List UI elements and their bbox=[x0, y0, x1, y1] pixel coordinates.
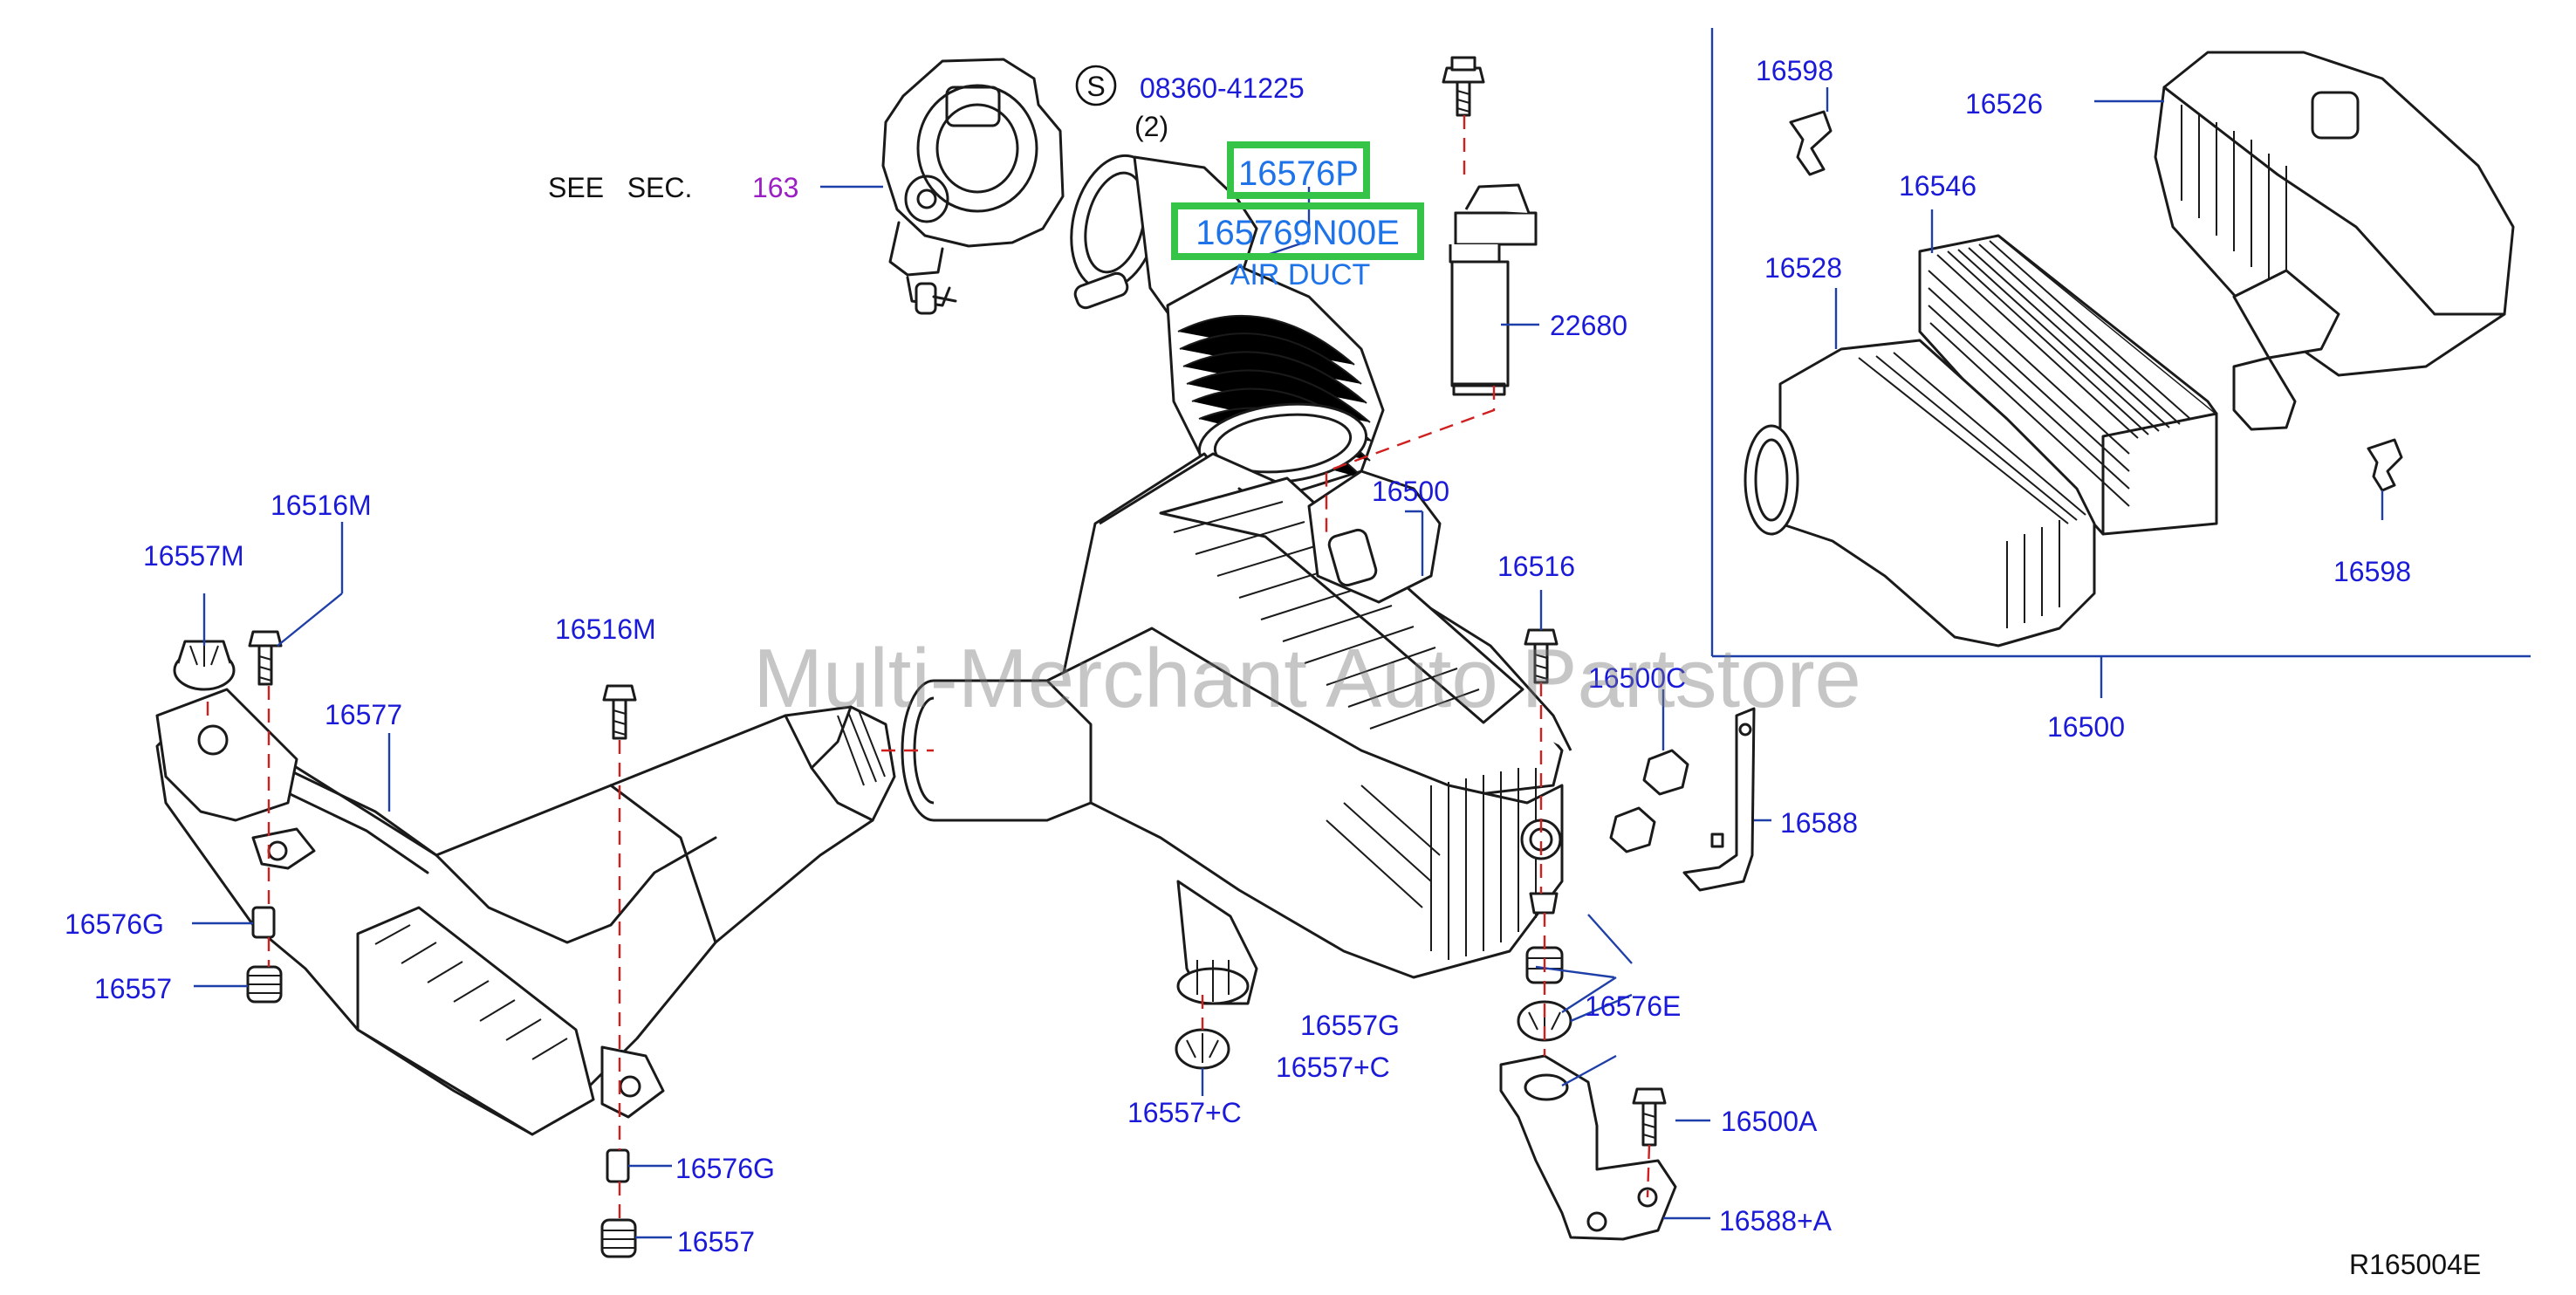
air-cleaner-illustration bbox=[901, 452, 1572, 1005]
highlight-box-16576P bbox=[1227, 141, 1370, 199]
see-section-text: SEE SEC. bbox=[548, 172, 692, 203]
inset-parts-illustration bbox=[1744, 51, 2515, 648]
part-label: 16500 bbox=[2047, 711, 2125, 743]
part-label: 16557M bbox=[143, 540, 244, 572]
part-label: 16546 bbox=[1899, 170, 1977, 202]
part-label: 16516 bbox=[1497, 551, 1575, 582]
part-labels: 22680 16500 16516M 16557M 16516M 16577 1… bbox=[65, 55, 2411, 1257]
part-label: 16516M bbox=[271, 490, 372, 521]
highlight-box-165769N00E bbox=[1171, 202, 1424, 260]
air-duct-caption: AIR DUCT bbox=[1230, 258, 1371, 291]
highlight-callout: 16576P 165769N00E AIR DUCT bbox=[1171, 141, 1424, 291]
leader-lines bbox=[192, 87, 2384, 1239]
part-label: 16576G bbox=[65, 908, 164, 940]
part-label: 16557 bbox=[94, 973, 172, 1004]
part-label: 16516M bbox=[555, 613, 656, 645]
part-label: 16500C bbox=[1588, 662, 1686, 694]
air-duct-illustration bbox=[1070, 154, 1385, 492]
assembly-lines bbox=[206, 115, 1651, 1220]
part-label: 16500 bbox=[1372, 476, 1449, 507]
see-section-number: 163 bbox=[752, 172, 798, 203]
part-165769N00E-label: 165769N00E bbox=[1196, 214, 1400, 252]
part-label: 16588+A bbox=[1719, 1205, 1833, 1237]
part-label: 16577 bbox=[325, 699, 402, 730]
part-label: 16500A bbox=[1721, 1106, 1818, 1137]
part-label: 22680 bbox=[1550, 310, 1627, 341]
part-label: 16557+C bbox=[1127, 1097, 1242, 1128]
part-label: 16576G bbox=[675, 1153, 775, 1184]
part-label: 16526 bbox=[1965, 88, 2043, 120]
standard-part-symbol bbox=[1075, 65, 1117, 106]
part-label: 16557+C bbox=[1276, 1052, 1390, 1083]
watermark-text: Multi-Merchant Auto Partstore bbox=[753, 632, 1861, 725]
throttle-body-illustration bbox=[881, 58, 1065, 315]
part-label: 16598 bbox=[2333, 556, 2411, 587]
standard-part-symbol-letter: S bbox=[1086, 71, 1105, 102]
screw-part-number: 08360-41225 bbox=[1140, 72, 1305, 104]
maf-sensor-illustration bbox=[1449, 183, 1538, 396]
part-label: 16598 bbox=[1756, 55, 1833, 86]
part-label: 16588 bbox=[1780, 807, 1858, 839]
reference-text: SEE SEC. 163 S 08360-41225 (2) bbox=[548, 65, 1305, 203]
part-label: 16576E bbox=[1585, 990, 1681, 1022]
part-label: 16528 bbox=[1764, 252, 1842, 284]
hardware-illustrations bbox=[173, 628, 1756, 1258]
inset-frame bbox=[1710, 28, 2531, 698]
screw-illustration bbox=[1442, 56, 1485, 117]
screw-quantity: (2) bbox=[1134, 111, 1168, 142]
part-label: 16557G bbox=[1300, 1010, 1400, 1041]
part-label: 16557 bbox=[677, 1226, 755, 1257]
sheet-code: R165004E bbox=[2349, 1249, 2481, 1280]
part-16576P-label: 16576P bbox=[1238, 154, 1359, 193]
